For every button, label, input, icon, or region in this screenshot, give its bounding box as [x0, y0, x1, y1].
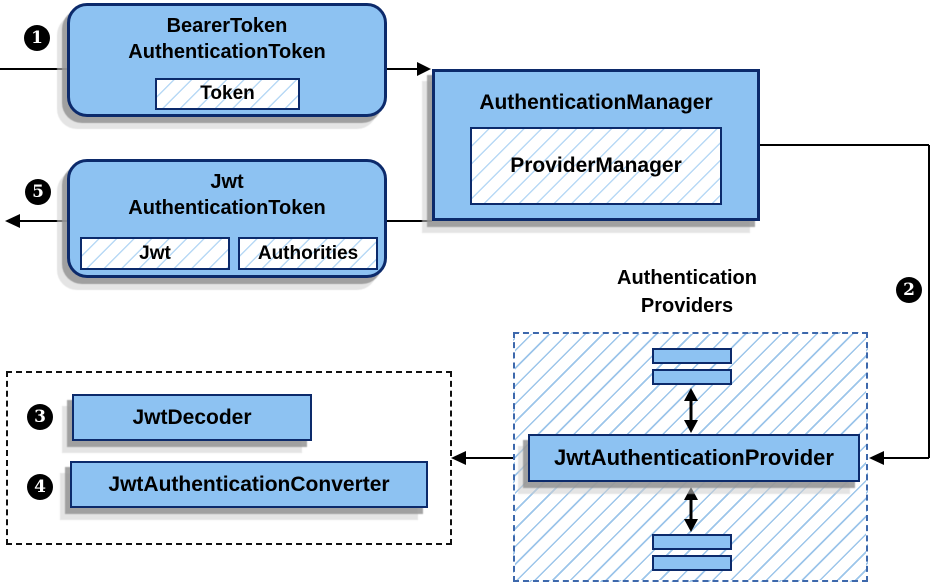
step-5-badge: 5: [25, 179, 51, 205]
jwt-authentication-provider-node: JwtAuthenticationProvider: [528, 434, 860, 482]
group-label-line: Authentication: [617, 267, 757, 289]
node-title: BearerToken: [166, 15, 288, 37]
node-title: AuthenticationToken: [128, 197, 326, 219]
step-1-badge: 1: [24, 25, 50, 51]
authentication-manager-node: AuthenticationManager ProviderManager: [432, 69, 760, 221]
authorities-field: Authorities: [238, 237, 378, 270]
bearer-token-authentication-token-node: BearerToken AuthenticationToken Token: [67, 3, 387, 117]
group-label-line: Providers: [640, 295, 734, 317]
step-2-badge: 2: [896, 277, 922, 303]
node-title: Jwt: [210, 171, 244, 193]
token-field: Token: [155, 78, 300, 110]
jwt-decoder-node: JwtDecoder: [72, 394, 312, 441]
jwt-authentication-token-node: Jwt AuthenticationToken Jwt Authorities: [67, 159, 387, 278]
jwt-authentication-converter-node: JwtAuthenticationConverter: [70, 461, 428, 508]
provider-placeholder-bar: [652, 534, 732, 550]
provider-manager-field: ProviderManager: [470, 127, 722, 205]
step-3-badge: 3: [27, 404, 53, 430]
node-title: AuthenticationToken: [128, 41, 326, 63]
step-4-badge: 4: [27, 474, 53, 500]
provider-placeholder-bar: [652, 555, 732, 571]
jwt-field: Jwt: [80, 237, 230, 270]
provider-placeholder-bar: [652, 369, 732, 385]
provider-placeholder-bar: [652, 348, 732, 364]
node-title: AuthenticationManager: [479, 91, 713, 114]
authentication-providers-label: Authentication Providers: [562, 264, 812, 320]
